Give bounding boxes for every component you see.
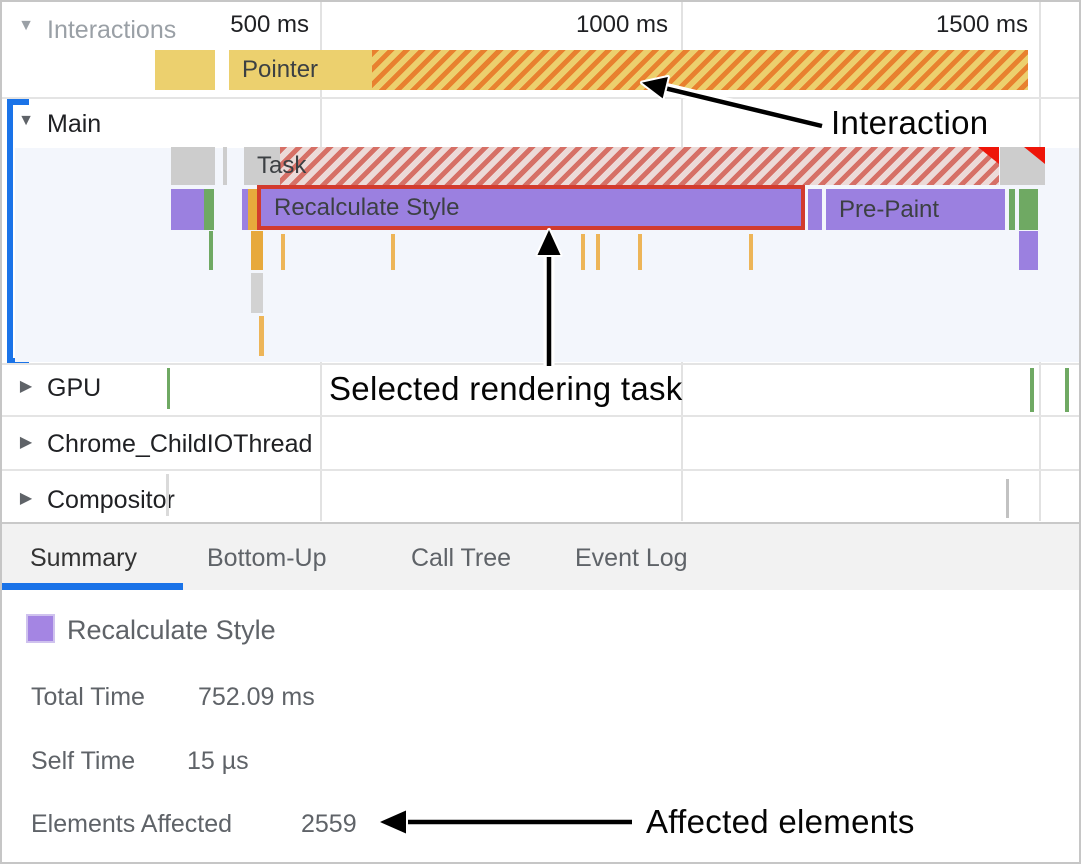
style-event-sliver[interactable]: [242, 189, 248, 230]
long-task-hatch: [280, 147, 999, 185]
task-bar-sliver[interactable]: [223, 147, 227, 185]
main-track-selection-bracket-top: [7, 99, 29, 105]
summary-event-name: Recalculate Style: [67, 615, 276, 645]
ruler-tick-500ms: 500 ms: [230, 11, 309, 38]
event-color-swatch: [26, 614, 55, 643]
event-tick[interactable]: [638, 234, 642, 270]
long-task-label: Task: [257, 152, 307, 179]
gpu-event-tick[interactable]: [1030, 368, 1034, 412]
style-event-bar[interactable]: [171, 189, 204, 230]
annotation-interaction: Interaction: [831, 104, 989, 141]
nested-task-bar[interactable]: [251, 273, 263, 313]
tab-summary[interactable]: Summary: [30, 543, 137, 572]
pre-paint-label: Pre-Paint: [839, 195, 940, 223]
summary-row-value: 752.09 ms: [198, 683, 315, 711]
selected-recalculate-style-bar[interactable]: Recalculate Style: [257, 185, 805, 230]
pointer-interaction-hatch: [372, 50, 1028, 90]
main-track-label: Main: [47, 110, 102, 138]
main-disclosure-triangle-icon[interactable]: ▼: [18, 112, 34, 129]
interactions-track-label: Interactions: [47, 16, 177, 44]
tab-bottom-up[interactable]: Bottom-Up: [207, 543, 327, 572]
interaction-event-bar[interactable]: [155, 50, 215, 90]
tab-call-tree[interactable]: Call Tree: [411, 543, 512, 572]
nested-paint-tick[interactable]: [209, 231, 213, 270]
gpu-disclosure-triangle-icon[interactable]: ▶: [19, 378, 33, 395]
nested-style-bar-right[interactable]: [1019, 231, 1038, 270]
event-tick[interactable]: [749, 234, 753, 270]
detail-tabbar: Summary Bottom-Up Call Tree Event Log: [2, 522, 1079, 590]
compositor-disclosure-triangle-icon[interactable]: ▶: [19, 490, 33, 507]
compositor-track-label: Compositor: [47, 486, 175, 514]
compositor-event-tick[interactable]: [1006, 479, 1009, 518]
annotation-affected-elements: Affected elements: [646, 803, 915, 840]
long-task-warning-triangle-icon: [978, 147, 999, 164]
tab-event-log[interactable]: Event Log: [575, 543, 688, 572]
pointer-interaction-bar[interactable]: Pointer: [229, 50, 1028, 90]
paint-event-sliver[interactable]: [1009, 189, 1015, 230]
compositor-event-tick[interactable]: [166, 474, 169, 516]
nested-script-bar[interactable]: [251, 231, 263, 270]
event-tick[interactable]: [281, 234, 285, 270]
task-warning-triangle-icon: [1024, 147, 1045, 164]
event-tick[interactable]: [596, 234, 600, 270]
style-event-sliver-2[interactable]: [808, 189, 822, 230]
script-event-sliver[interactable]: [248, 189, 258, 230]
gpu-track-label: GPU: [47, 374, 102, 402]
summary-row-value: 2559: [301, 810, 357, 838]
gpu-event-tick[interactable]: [167, 368, 170, 409]
summary-row-label: Self Time: [31, 747, 136, 775]
task-bar-small[interactable]: [171, 147, 215, 185]
ruler-tick-1500ms: 1500 ms: [935, 11, 1028, 38]
pre-paint-bar[interactable]: Pre-Paint: [826, 189, 1005, 230]
interactions-disclosure-triangle-icon[interactable]: ▼: [18, 17, 34, 34]
childio-disclosure-triangle-icon[interactable]: ▶: [19, 434, 33, 451]
recalculate-style-label: Recalculate Style: [274, 193, 460, 221]
task-bar-right[interactable]: [1000, 147, 1045, 185]
summary-row-value: 15 µs: [187, 747, 249, 775]
summary-row-label: Total Time: [31, 683, 145, 711]
pointer-interaction-label: Pointer: [242, 56, 319, 83]
event-tick[interactable]: [391, 234, 395, 270]
long-task-bar[interactable]: Task: [244, 147, 999, 185]
event-tick[interactable]: [581, 234, 585, 270]
paint-event-bar-right[interactable]: [1019, 189, 1038, 230]
nested-event-tick[interactable]: [259, 316, 264, 356]
gpu-event-tick[interactable]: [1065, 368, 1069, 412]
paint-event-bar[interactable]: [204, 189, 214, 230]
summary-row-label: Elements Affected: [31, 810, 233, 838]
main-track-selection-bracket: [7, 99, 13, 364]
active-tab-underline: [2, 583, 183, 590]
childio-track-label: Chrome_ChildIOThread: [47, 430, 313, 458]
annotation-selected-task: Selected rendering task: [329, 370, 683, 407]
ruler-tick-1000ms: 1000 ms: [575, 11, 668, 38]
